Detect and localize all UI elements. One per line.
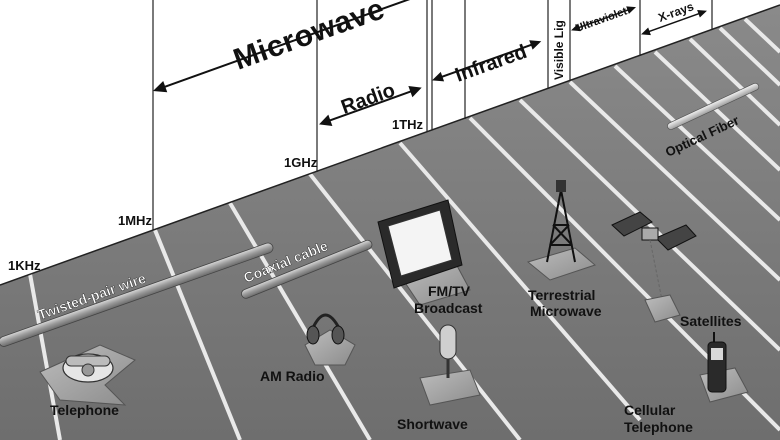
am-radio-label: AM Radio xyxy=(260,368,325,384)
headphones-icon xyxy=(304,313,356,366)
freq-1mhz-label: 1MHz xyxy=(118,213,152,228)
satellites-label: Satellites xyxy=(680,313,742,329)
fm-tv-label-line1: FM/TV xyxy=(428,283,471,299)
television-icon xyxy=(377,199,471,306)
freq-1ghz-label: 1GHz xyxy=(284,155,318,170)
cellular-label-line1: Cellular xyxy=(624,402,676,418)
twisted-pair-cable xyxy=(0,242,274,347)
frequency-gridlines xyxy=(152,0,713,230)
freq-1khz-label: 1KHz xyxy=(8,258,41,273)
optical-fiber-cable xyxy=(667,82,760,130)
floor-edge xyxy=(0,4,780,286)
infrared-arrow xyxy=(432,40,542,82)
tower-icon xyxy=(526,180,596,281)
microphone-icon xyxy=(419,324,481,406)
ultraviolet-arrow xyxy=(571,6,637,32)
microwave-arrow xyxy=(153,0,438,93)
radio-arrow xyxy=(319,85,422,126)
fm-tv-label-line2: Broadcast xyxy=(414,300,483,316)
telephone-label: Telephone xyxy=(50,402,119,418)
xrays-arrow xyxy=(641,10,707,36)
cellular-label-line2: Telephone xyxy=(624,419,693,435)
freq-1thz-label: 1THz xyxy=(392,117,424,132)
shortwave-label: Shortwave xyxy=(397,416,468,432)
band-visible-label: Visible Lig xyxy=(552,20,566,80)
coaxial-cable xyxy=(241,239,373,299)
terrestrial-label-line1: Terrestrial xyxy=(528,287,595,303)
satellite-icon xyxy=(611,211,697,323)
terrestrial-label-line2: Microwave xyxy=(530,303,602,319)
telephone-icon xyxy=(39,344,136,406)
cellphone-icon xyxy=(699,332,749,403)
